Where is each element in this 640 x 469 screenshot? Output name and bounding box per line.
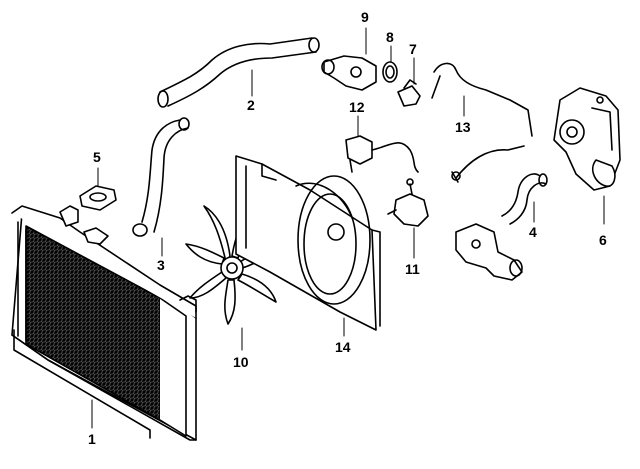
radiator-cap (79, 185, 117, 211)
fan-shroud (235, 155, 381, 331)
leader-lines (91, 27, 605, 429)
air-valve (387, 178, 429, 227)
water-outlet (321, 55, 377, 91)
callout-7-temp-sensor: 7 (409, 41, 417, 57)
callout-1-radiator: 1 (88, 431, 96, 447)
callout-2-upper-hose: 2 (247, 97, 255, 113)
radiator (11, 205, 197, 441)
callout-3-lower-hose: 3 (157, 257, 165, 273)
callout-9-water-outlet: 9 (361, 9, 369, 25)
callout-6-water-pump: 6 (599, 232, 607, 248)
callout-10-fan: 10 (233, 354, 249, 370)
lower-radiator-hose (132, 117, 190, 237)
water-pump (553, 87, 621, 191)
callout-14-fan-shroud: 14 (335, 339, 351, 355)
bypass-pipe (431, 62, 533, 183)
callout-5-radiator-cap: 5 (93, 149, 101, 165)
thermostat-gasket (382, 61, 398, 83)
callout-4-bypass-hose: 4 (529, 224, 537, 240)
temperature-sensor (397, 79, 421, 107)
callout-12-vsv: 12 (349, 99, 365, 115)
callout-11-air-valve: 11 (405, 261, 420, 277)
vacuum-switching-valve (345, 135, 419, 173)
water-inlet-housing (455, 223, 523, 281)
upper-radiator-hose (157, 37, 320, 108)
callout-13-bypass-pipe: 13 (455, 119, 471, 135)
callout-8-gasket: 8 (386, 29, 394, 45)
bypass-hose (501, 173, 548, 225)
